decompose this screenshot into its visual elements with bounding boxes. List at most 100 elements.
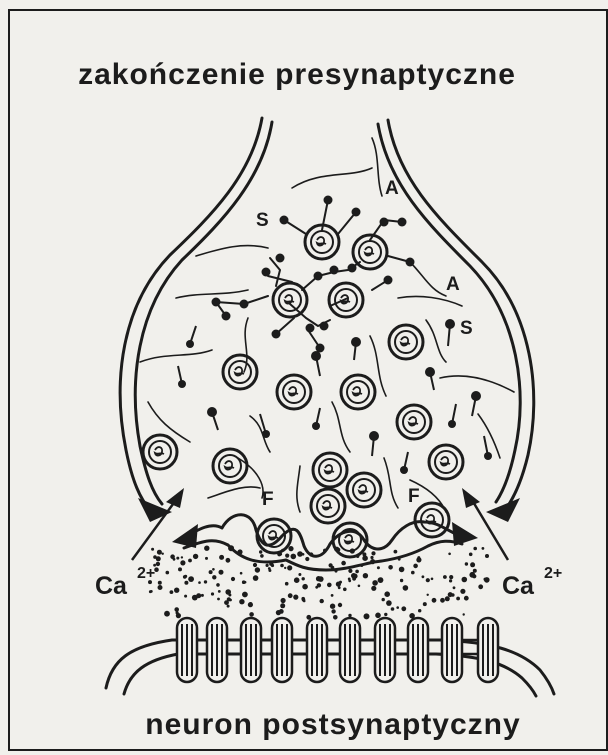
calcium-label-left: Ca (95, 572, 128, 600)
neurotransmitter-dot (237, 549, 242, 554)
neurotransmitter-dot (423, 602, 427, 606)
neurotransmitter-dot (271, 564, 274, 567)
neurotransmitter-dot (364, 613, 370, 619)
neurotransmitter-dot (180, 560, 185, 565)
neurotransmitter-dot (334, 547, 339, 552)
neurotransmitter-dot (184, 595, 187, 598)
receptor-channel (177, 618, 197, 682)
neurotransmitter-dot (329, 563, 333, 567)
neurotransmitter-dot (239, 599, 244, 604)
fibre (384, 458, 398, 508)
synaptic-vesicle (305, 225, 339, 259)
neurotransmitter-dot (422, 575, 425, 578)
neurotransmitter-dot (327, 583, 332, 588)
neurotransmitter-dot (231, 577, 235, 581)
neurotransmitter-dot (470, 562, 475, 567)
neurotransmitter-dot (348, 579, 351, 582)
neurotransmitter-dot (288, 546, 293, 551)
neurotransmitter-dot (279, 609, 284, 614)
neurotransmitter-dot (204, 546, 209, 551)
neurotransmitter-dot (478, 584, 483, 589)
neurotransmitter-dot (323, 549, 327, 553)
neurotransmitter-dot (268, 567, 271, 570)
neurotransmitter-dot (463, 613, 465, 615)
receptor-channel (442, 618, 462, 682)
neurotransmitter-dot (384, 613, 387, 616)
neurotransmitter-dot (453, 586, 456, 589)
neurotransmitter-dot (358, 585, 361, 588)
receptor-channel (307, 618, 327, 682)
neurotransmitter-dot (204, 580, 207, 583)
neurotransmitter-dot (465, 562, 468, 565)
neurotransmitter-dot (338, 586, 341, 589)
neurotransmitter-dot (188, 576, 194, 582)
fibre (176, 290, 248, 298)
label-s-left: S (256, 210, 269, 231)
neurotransmitter-dot (297, 551, 303, 557)
neurotransmitter-dot (218, 590, 221, 593)
neurotransmitter-dot (281, 598, 286, 603)
neurotransmitter-dot (448, 592, 453, 597)
neurotransmitter-dot (350, 548, 355, 553)
receptor-channel (207, 618, 227, 682)
neurotransmitter-dot (386, 600, 392, 606)
neurotransmitter-dot (413, 564, 418, 569)
neurotransmitter-dot (356, 555, 359, 558)
neurotransmitter-dot (484, 577, 490, 583)
synaptic-vesicle (223, 355, 257, 389)
neurotransmitter-dot (151, 548, 154, 551)
fibre (208, 487, 260, 498)
neurotransmitter-dot (445, 596, 450, 601)
neurotransmitter-dot (242, 592, 248, 598)
neurotransmitter-dot (301, 597, 305, 601)
synaptic-vesicle (257, 519, 291, 553)
neurotransmitter-dot (285, 582, 289, 586)
neurotransmitter-dot (377, 566, 380, 569)
neurotransmitter-dot (331, 609, 335, 613)
neurotransmitter-dot (456, 597, 460, 601)
neurotransmitter-dot (396, 606, 399, 609)
neurotransmitter-dot (178, 567, 182, 571)
neurotransmitter-dot (224, 600, 229, 605)
neurotransmitter-dot (219, 555, 224, 560)
neurotransmitter-dot (411, 571, 415, 575)
neurotransmitter-dot (432, 598, 437, 603)
neurotransmitter-dot (225, 589, 231, 595)
neurotransmitter-dot (431, 578, 434, 581)
neurotransmitter-dot (153, 555, 157, 559)
neurotransmitter-dot (427, 594, 429, 596)
neurotransmitter-dot (371, 586, 376, 591)
fibre (372, 138, 382, 196)
neurotransmitter-dot (281, 549, 284, 552)
neurotransmitter-dot (302, 584, 308, 590)
neurotransmitter-dot (388, 565, 393, 570)
neurotransmitter-dot (355, 570, 359, 574)
neurotransmitter-dot (473, 547, 477, 551)
label-f-right: F (408, 486, 420, 507)
neurotransmitter-dot (375, 613, 381, 619)
neurotransmitter-dot (205, 557, 208, 560)
neurotransmitter-dot (464, 596, 469, 601)
neurotransmitter-dot (217, 598, 220, 601)
neurotransmitter-dot (164, 611, 170, 617)
synaptic-vesicle (277, 375, 311, 409)
neurotransmitter-dot (309, 552, 313, 556)
synaptic-vesicle (329, 283, 363, 317)
neurotransmitter-dot (212, 575, 216, 579)
calcium-charge-right: 2+ (544, 565, 562, 582)
neurotransmitter-dot (240, 572, 243, 575)
neurotransmitter-dot (370, 559, 375, 564)
neurotransmitter-dot (174, 588, 179, 593)
fibre (196, 246, 268, 256)
neurotransmitter-dot (170, 590, 174, 594)
neurotransmitter-dot (280, 603, 285, 608)
neurotransmitter-dot (212, 568, 215, 571)
neurotransmitter-dot (201, 594, 204, 597)
neurotransmitter-dot (335, 570, 338, 573)
neurotransmitter-dot (298, 573, 301, 576)
membrane-arrowhead-right (486, 498, 520, 522)
neurotransmitter-dot (341, 561, 346, 566)
neurotransmitter-dot (280, 564, 284, 568)
neurotransmitter-dot (302, 577, 305, 580)
